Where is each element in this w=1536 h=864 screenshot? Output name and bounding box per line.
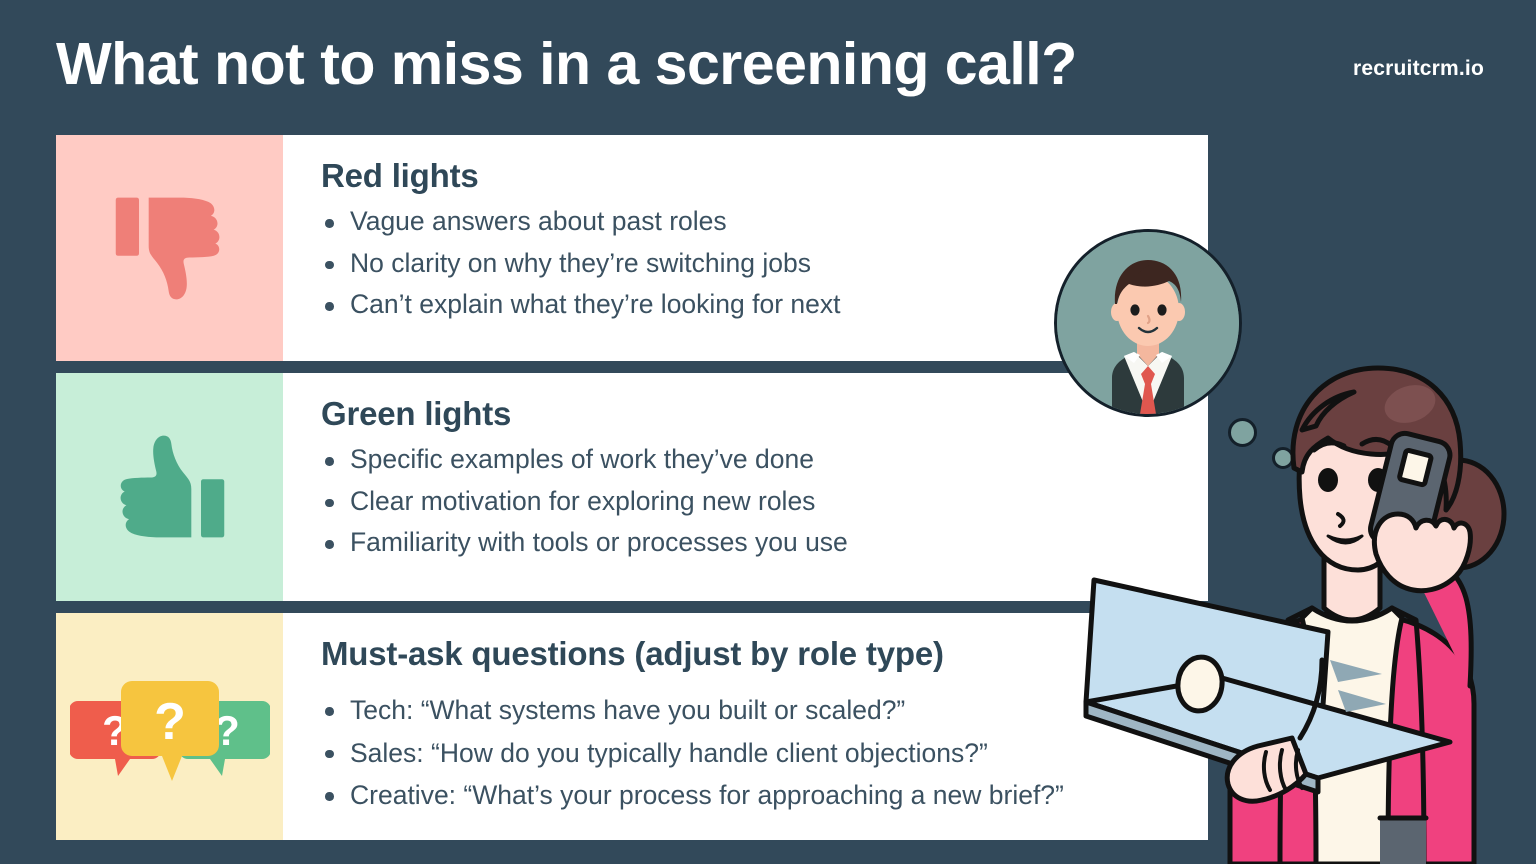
section-title: Red lights (321, 157, 479, 194)
brand-logo-text: recruitcrm.io (1353, 57, 1484, 80)
section-title: Must-ask questions (adjust by role type) (321, 635, 944, 672)
bullet-list-questions: Tech: “What systems have you built or sc… (321, 689, 1182, 817)
icon-panel-yellow: ? ? ? (56, 613, 283, 840)
woman-on-phone-illustration (1080, 318, 1536, 864)
list-item: Creative: “What’s your process for appro… (321, 774, 1182, 817)
section-card-green-lights: Green lights Specific examples of work t… (56, 373, 1208, 601)
svg-text:?: ? (154, 693, 186, 751)
content-panel-red: Red lights Vague answers about past role… (283, 135, 1208, 361)
businessman-avatar (1054, 229, 1242, 417)
avatar-illustration (1057, 232, 1239, 414)
content-panel-green: Green lights Specific examples of work t… (283, 373, 1208, 601)
bubble-yellow: ? (120, 680, 219, 781)
woman-illustration-svg (1083, 365, 1507, 864)
list-item: No clarity on why they’re switching jobs (321, 243, 1182, 285)
section-card-red-lights: Red lights Vague answers about past role… (56, 135, 1208, 361)
content-panel-yellow: Must-ask questions (adjust by role type)… (283, 613, 1208, 840)
list-item: Vague answers about past roles (321, 201, 1182, 243)
thought-bubble-large-icon (1228, 418, 1257, 447)
thumbs-down-icon (115, 197, 219, 300)
list-item: Specific examples of work they’ve done (321, 439, 1182, 481)
list-item: Sales: “How do you typically handle clie… (321, 732, 1182, 775)
list-item: Familiarity with tools or processes you … (321, 522, 1182, 564)
icon-panel-red (56, 135, 283, 361)
page-title: What not to miss in a screening call? (56, 31, 1077, 97)
list-item: Tech: “What systems have you built or sc… (321, 689, 1182, 732)
bullet-list-red: Vague answers about past roles No clarit… (321, 201, 1182, 326)
section-title: Green lights (321, 395, 512, 432)
bullet-list-green: Specific examples of work they’ve done C… (321, 439, 1182, 564)
list-item: Can’t explain what they’re looking for n… (321, 284, 1182, 326)
list-item: Clear motivation for exploring new roles (321, 481, 1182, 523)
question-bubbles-svg: ? ? ? (68, 680, 271, 781)
icon-panel-green (56, 373, 283, 601)
section-card-must-ask-questions: ? ? ? Must-ask questions (adjust by role (56, 613, 1208, 840)
thumbs-up-icon (120, 435, 224, 538)
question-bubbles-icon: ? ? ? (68, 667, 271, 787)
